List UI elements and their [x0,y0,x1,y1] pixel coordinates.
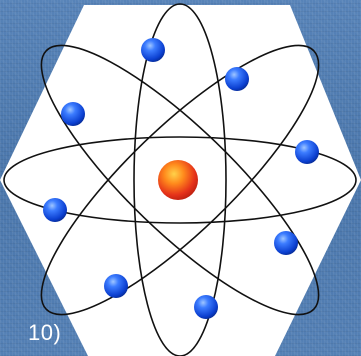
orbit-vertical [133,3,227,356]
electron [274,231,298,255]
orbit-diagonal-right [40,44,320,316]
slide-number-label: 10) [28,320,62,345]
electron [61,102,85,126]
electron [141,38,165,62]
electron-group [43,38,319,319]
electron [225,67,249,91]
electron [43,198,67,222]
electron [295,140,319,164]
electron [194,295,218,319]
orbit-horizontal [3,136,357,224]
orbit-diagonal-left [40,44,320,316]
nucleus [158,160,198,200]
orbit-group [3,3,357,356]
electron [104,274,128,298]
